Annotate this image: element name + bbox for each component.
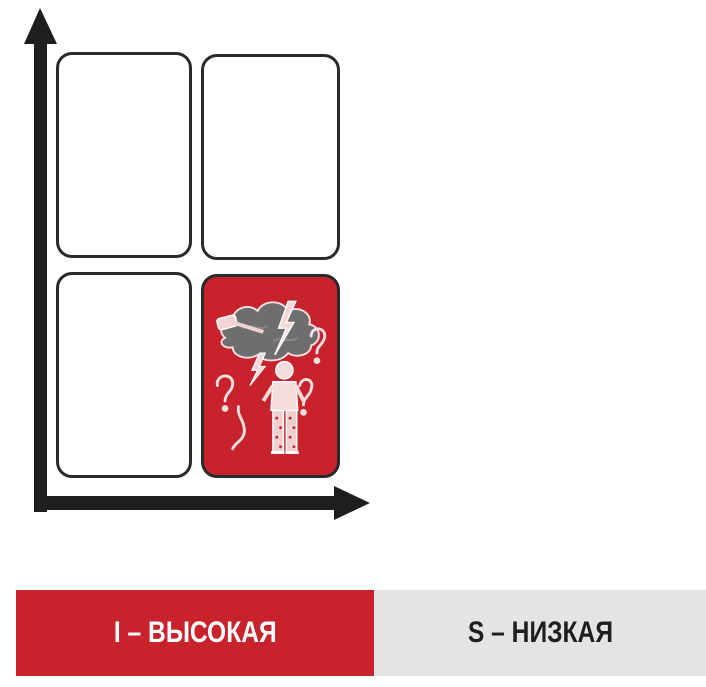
storm-cloud-confused-person-icon <box>204 277 337 475</box>
person-icon <box>263 362 303 453</box>
storm-cloud-icon <box>221 302 319 360</box>
legend-high: I – ВЫСОКАЯ <box>16 590 374 676</box>
x-axis-line <box>34 496 352 510</box>
quadrant-top-right <box>201 54 340 260</box>
quadrant-bottom-right <box>201 274 340 478</box>
legend-bar: I – ВЫСОКАЯ S – НИЗКАЯ <box>16 590 706 676</box>
legend-low-label: S – НИЗКАЯ <box>467 616 612 650</box>
y-axis-arrowhead <box>24 8 57 44</box>
x-axis-arrowhead <box>334 486 370 520</box>
legend-low: S – НИЗКАЯ <box>374 590 706 676</box>
legend-high-label: I – ВЫСОКАЯ <box>114 616 277 650</box>
quadrant-top-left <box>56 52 192 258</box>
y-axis-line <box>34 40 47 512</box>
quadrant-bottom-left <box>56 272 192 478</box>
